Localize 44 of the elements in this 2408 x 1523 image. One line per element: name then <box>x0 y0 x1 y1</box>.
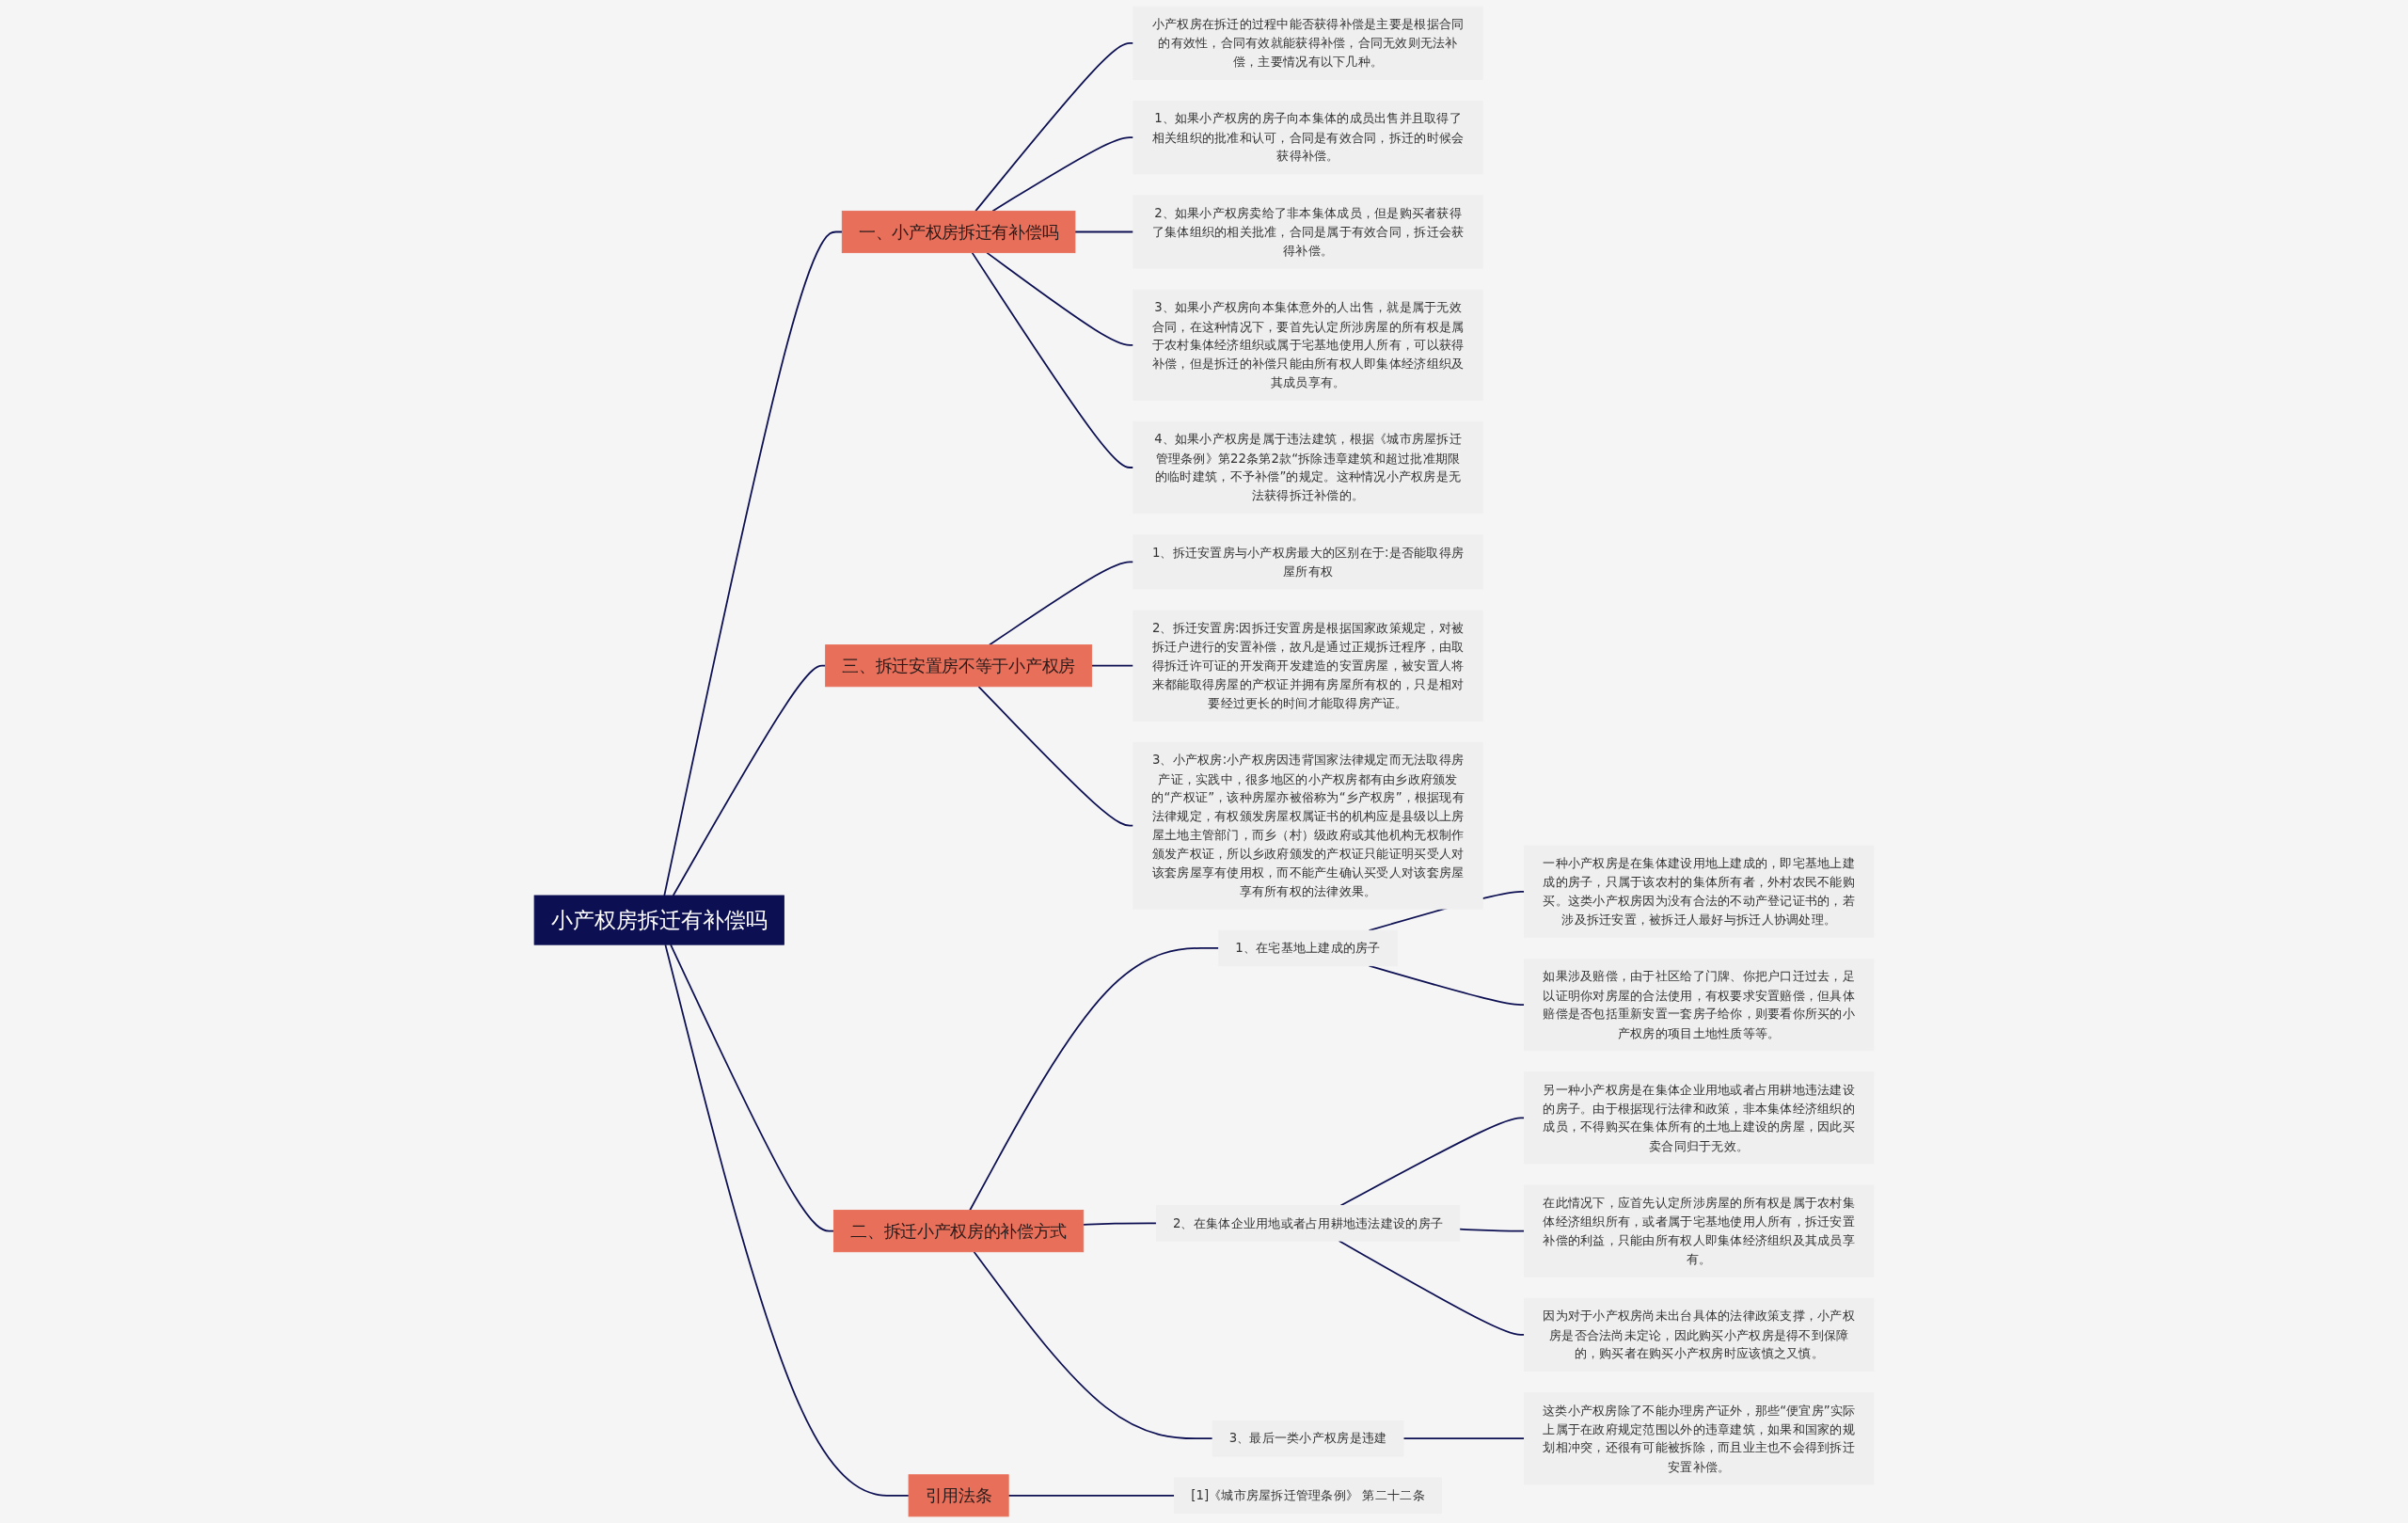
node-box: 2、如果小产权房卖给了非本集体成员，但是购买者获得了集体组织的相关批准，合同是属于有效合同，拆迁会获得补偿。 <box>1133 195 1483 269</box>
connector <box>1368 964 1526 1006</box>
node-box: 另一种小产权房是在集体企业用地或者占用耕地违法建设的房子。由于根据现行法律和政策，非本集体经济组织的成员，不得购买在集体所有的土地上建设的房屋，因此买卖合同归于无效。 <box>1524 1071 1875 1165</box>
node-box: 小产权房拆迁有补偿吗 <box>533 895 784 945</box>
connector <box>974 41 1134 213</box>
connector <box>1339 1117 1526 1207</box>
node-box: 1、如果小产权房的房子向本集体的成员出售并且取得了相关组织的批准和认可，合同是有效合同，拆迁的时候会获得补偿。 <box>1133 101 1483 175</box>
node-box: 3、如果小产权房向本集体意外的人出售，就是属于无效合同，在这种情况下，要首先认定所涉房屋的所有权是属于农村集体经济组织或属于宅基地使用人所有，可以获得补偿，但是拆迁的补偿只能由所有权人即集体经济组织及其成员享有。 <box>1133 289 1483 401</box>
node-box: 因为对于小产权房尚未出台具体的法律政策支撑，小产权房是否合法尚未定论，因此购买小产权房是得不到保障的，购买者在购买小产权房时应该慎之又慎。 <box>1524 1297 1875 1372</box>
node-box: 1、拆迁安置房与小产权房最大的区别在于:是否能取得房屋所有权 <box>1133 534 1483 590</box>
node-box: 小产权房在拆迁的过程中能否获得补偿是主要是根据合同的有效性，合同有效就能获得补偿，合同无效则无法补偿，主要情况有以下几种。 <box>1133 6 1483 80</box>
node-box: 2、拆迁安置房:因拆迁安置房是根据国家政策规定，对被拆迁户进行的安置补偿，故凡是通过正规拆迁程序，由取得拆迁许可证的开发商开发建造的安置房屋，被安置人将来都能取得房屋的产权证并拥有房屋所有权的，只是相对要经过更长的时间才能取得房产证。 <box>1133 610 1483 722</box>
connector <box>1074 230 1134 233</box>
connector <box>1082 1222 1158 1226</box>
connector <box>989 561 1134 646</box>
node-box: 4、如果小产权房是属于违法建筑，根据《城市房屋拆迁管理条例》第22条第2款“拆除违章建筑和超过批准期限的临时建筑，不予补偿”的规定。这种情况小产权房是无法获得拆迁补偿的。 <box>1133 420 1483 515</box>
connector <box>663 230 844 896</box>
connector <box>664 944 910 1497</box>
connector <box>969 947 1220 1212</box>
node-box: 2、在集体企业用地或者占用耕地违法建设的房子 <box>1155 1205 1461 1242</box>
connector <box>971 251 1134 468</box>
node-box: 这类小产权房除了不能办理房产证外，那些“便宜房”实际上属于在政府规定范围以外的违章建筑，如果和国家的规划相冲突，还很有可能被拆除，而且业主也不会得到拆迁安置补偿。 <box>1524 1392 1875 1485</box>
node-box: 一、小产权房拆迁有补偿吗 <box>841 210 1076 254</box>
connector <box>973 1250 1213 1440</box>
connector <box>977 685 1134 827</box>
node-box: [1]《城市房屋拆迁管理条例》 第二十二条 <box>1174 1477 1442 1515</box>
connector <box>1402 1437 1526 1440</box>
connector <box>1007 1494 1176 1497</box>
connector <box>670 944 835 1232</box>
node-box: 1、在宅基地上建成的房子 <box>1218 929 1398 967</box>
connector <box>672 664 827 896</box>
node-box: 在此情况下，应首先认定所涉房屋的所有权是属于农村集体经济组织所有，或者属于宅基地使用人所有，拆迁安置补偿的利益，只能由所有权人即集体经济组织及其成员享有。 <box>1524 1184 1875 1277</box>
node-box: 如果涉及赔偿，由于社区给了门牌、你把户口迁过去，足以证明你对房屋的合法使用，有权要求安置赔偿，但具体赔偿是否包括重新安置一套房子给你，则要看你所买的小产权房的项目土地性质等等。 <box>1524 958 1875 1052</box>
connector <box>986 251 1134 346</box>
node-box: 一种小产权房是在集体建设用地上建成的，即宅基地上建成的房子，只属于该农村的集体所有者，外村农民不能购买。这类小产权房因为没有合法的不动产登记证书的，若涉及拆迁安置，被拆迁人最好与拆迁人协调处理。 <box>1524 845 1875 938</box>
connector <box>1338 1240 1526 1336</box>
node-box: 二、拆迁小产权房的补偿方式 <box>833 1210 1085 1253</box>
node-box: 引用法条 <box>908 1474 1009 1517</box>
connector <box>991 136 1134 213</box>
connector <box>1090 664 1134 667</box>
connector <box>1458 1228 1526 1232</box>
node-box: 3、最后一类小产权房是违建 <box>1212 1420 1404 1457</box>
node-box: 三、拆迁安置房不等于小产权房 <box>825 644 1093 688</box>
node-box: 3、小产权房:小产权房因违背国家法律规定而无法取得房产证，实践中，很多地区的小产权房都有由乡政府颁发的“产权证”，该种房屋亦被俗称为“乡产权房”，根据现有法律规定，有权颁发房屋权属证书的机构应是县级以上房屋土地主管部门，而乡（村）级政府或其他机构无权制作颁发产权证，所以乡政府颁发的产权证只能证明买受人对该套房屋享有使用权，而不能产生确认买受人对该套房屋享有所有权的法律效果。 <box>1133 741 1483 910</box>
